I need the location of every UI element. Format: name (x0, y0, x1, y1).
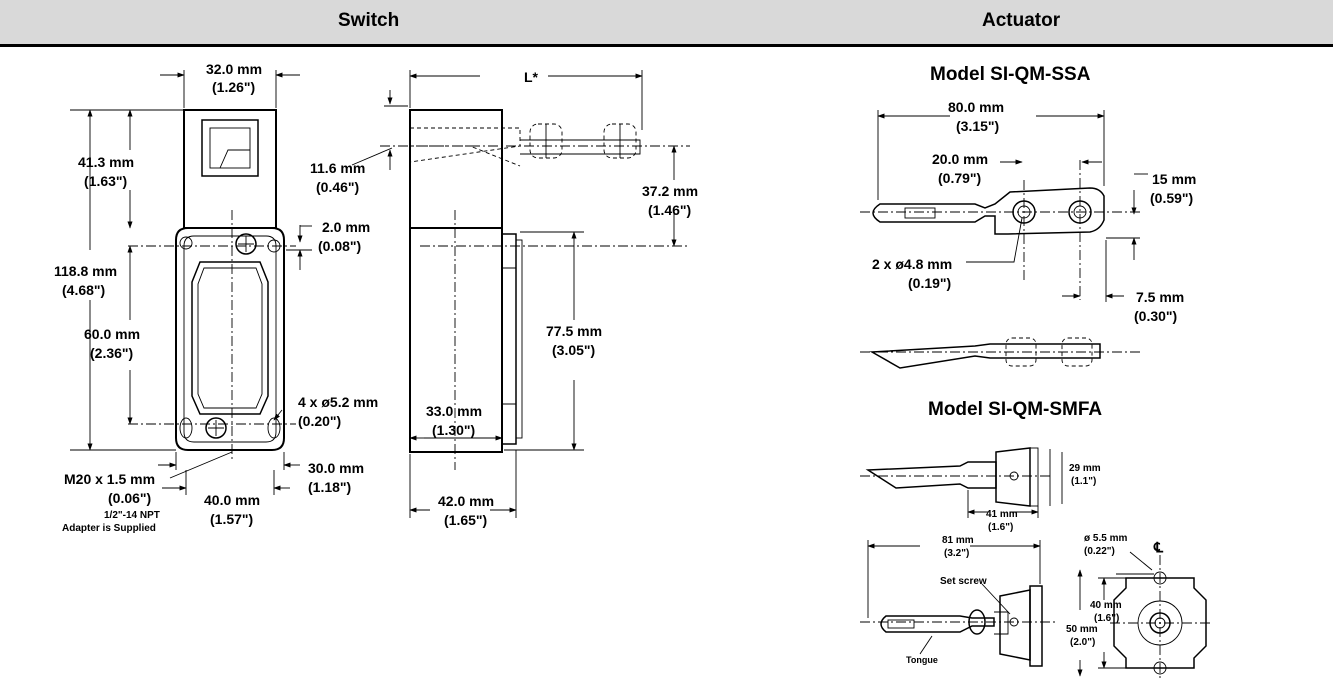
smfa-plate-height: 50 mm (1066, 624, 1098, 635)
dim-body-height: 77.5 mm (546, 323, 602, 339)
set-screw-label: Set screw (940, 576, 987, 587)
actuator-smfa-top-view (860, 447, 1063, 518)
dim-body-height-in: (3.05") (552, 342, 595, 358)
actuator-smfa-side-view (860, 540, 1055, 667)
dim-base-width: 40.0 mm (204, 492, 260, 508)
actuator-ssa-top-view (860, 110, 1148, 302)
ssa-half-width: 7.5 mm (1136, 289, 1184, 305)
dim-side-width-in: (1.65") (444, 512, 487, 528)
centerline-symbol: ℄ (1153, 539, 1164, 555)
switch-side-view (351, 70, 690, 518)
ssa-half-width-in: (0.30") (1134, 308, 1177, 324)
ssa-hole-offset-in: (0.79") (938, 170, 981, 186)
dim-total-height-in: (4.68") (62, 282, 105, 298)
smfa-depth: 41 mm (986, 509, 1018, 520)
dim-cap-height-in: (1.63") (84, 173, 127, 189)
dim-length-l: L* (524, 69, 539, 85)
smfa-plate-height-in: (2.0") (1070, 637, 1095, 648)
dim-conduit-in: (0.06") (108, 490, 151, 506)
dim-mount-height-in: (2.36") (90, 345, 133, 361)
ssa-holes-in: (0.19") (908, 275, 951, 291)
ssa-length-in: (3.15") (956, 118, 999, 134)
ssa-holes: 2 x ø4.8 mm (872, 256, 952, 272)
dim-width-top: 32.0 mm (206, 61, 262, 77)
ssa-length: 80.0 mm (948, 99, 1004, 115)
dim-actuator-offset-in: (0.46") (316, 179, 359, 195)
switch-body (175, 227, 285, 451)
switch-front-view (70, 70, 312, 495)
actuator-smfa-front-view (1077, 551, 1212, 681)
model-smfa-title: Model SI-QM-SMFA (928, 399, 1102, 420)
dim-width-top-in: (1.26") (212, 79, 255, 95)
screw-icon (235, 233, 257, 255)
ssa-height-in: (0.59") (1150, 190, 1193, 206)
ssa-height: 15 mm (1152, 171, 1196, 187)
actuator-slot (201, 119, 259, 177)
dim-holes-in: (0.20") (298, 413, 341, 429)
dim-actuator-height-in: (1.46") (648, 202, 691, 218)
tongue-label: Tongue (906, 655, 938, 665)
dim-actuator-offset: 11.6 mm (310, 160, 365, 176)
adapter-line-2: Adapter is Supplied (62, 523, 156, 534)
dim-offset-in: (0.08") (318, 238, 361, 254)
adapter-line-1: 1/2"-14 NPT (104, 510, 160, 521)
header-bar: Switch Actuator (0, 0, 1333, 47)
switch-header: Switch (338, 10, 400, 31)
actuator-header: Actuator (982, 10, 1061, 31)
screw-icon (205, 417, 227, 439)
actuator-ssa-side-view (860, 337, 1140, 369)
smfa-length-in: (3.2") (944, 548, 969, 559)
model-ssa-title: Model SI-QM-SSA (930, 64, 1091, 85)
dim-total-height: 118.8 mm (54, 263, 117, 279)
dim-offset: 2.0 mm (322, 219, 370, 235)
dim-hole-spacing-in: (1.18") (308, 479, 351, 495)
dim-actuator-height: 37.2 mm (642, 183, 698, 199)
smfa-height-in: (1.1") (1071, 476, 1096, 487)
switch-side-flange (501, 233, 517, 445)
smfa-hole-spacing: 40 mm (1090, 600, 1122, 611)
dim-mount-height: 60.0 mm (84, 326, 140, 342)
smfa-hole-dia-in: (0.22") (1084, 546, 1115, 557)
dim-base-width-in: (1.57") (210, 511, 253, 527)
dim-conduit: M20 x 1.5 mm (64, 471, 155, 487)
dim-inner-width-in: (1.30") (432, 422, 475, 438)
smfa-length: 81 mm (942, 535, 974, 546)
dim-inner-width: 33.0 mm (426, 403, 482, 419)
dim-side-width: 42.0 mm (438, 493, 494, 509)
dim-cap-height: 41.3 mm (78, 154, 134, 170)
smfa-depth-in: (1.6") (988, 522, 1013, 533)
dim-hole-spacing: 30.0 mm (308, 460, 364, 476)
smfa-height: 29 mm (1069, 463, 1101, 474)
smfa-hole-spacing-in: (1.6") (1094, 613, 1119, 624)
dim-holes: 4 x ø5.2 mm (298, 394, 378, 410)
smfa-hole-dia: ø 5.5 mm (1084, 533, 1127, 544)
ssa-hole-offset: 20.0 mm (932, 151, 988, 167)
